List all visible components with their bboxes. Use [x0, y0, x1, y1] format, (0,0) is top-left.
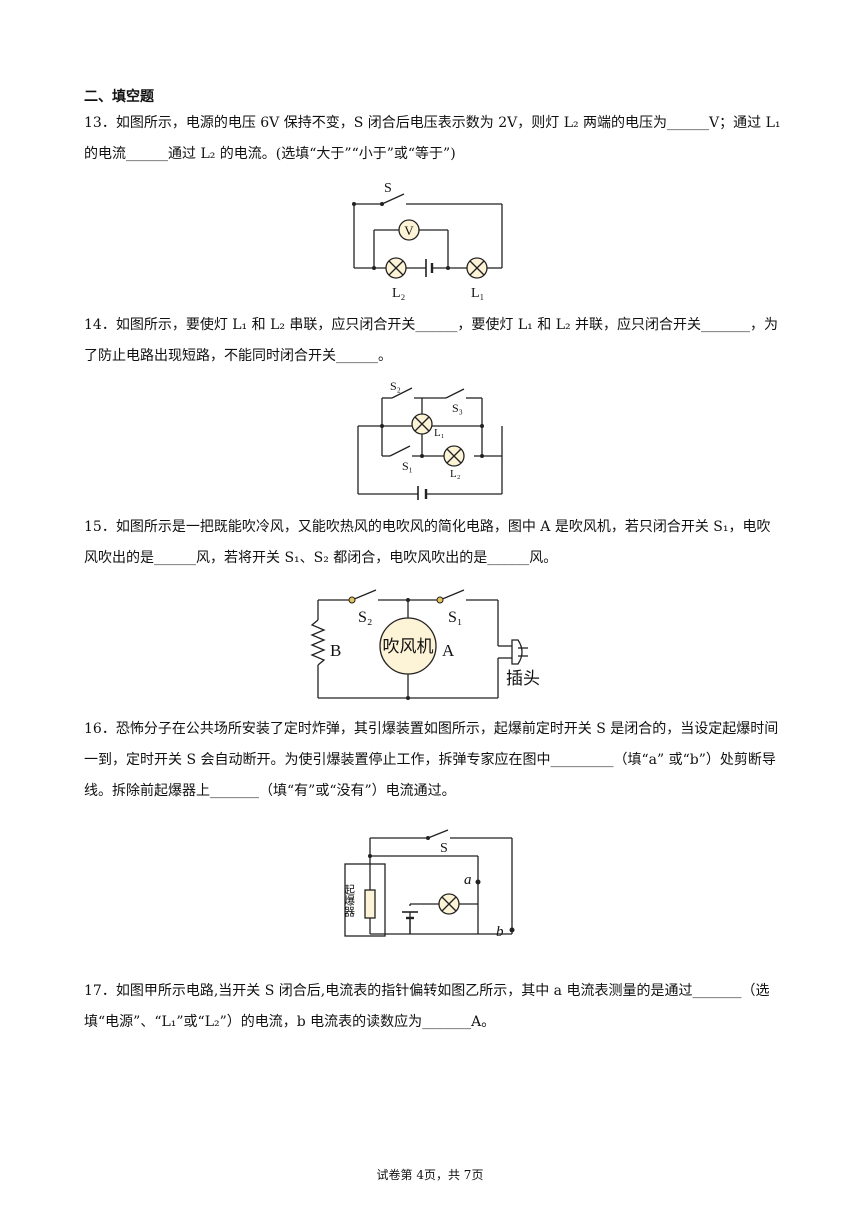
question-15: 15．如图所示是一把既能吹冷风，又能吹热风的电吹风的简化电路，图中 A 是吹风机…: [84, 519, 771, 566]
circuit-figure-16: S 起爆器 a b: [343, 829, 515, 940]
page-footer: 试卷第 4页，共 7页: [376, 1168, 484, 1182]
fig14-s2-label: S₂: [390, 379, 401, 393]
fig13-lamp-l2-label: L₂: [392, 286, 406, 301]
question-14: 14．如图所示，要使灯 L₁ 和 L₂ 串联，应只闭合开关______，要使灯 …: [84, 317, 779, 364]
fig15-fan-a-label: A: [442, 641, 455, 660]
fig15-resistor-b-label: B: [330, 641, 341, 660]
fig14-l1-label: L₁: [434, 427, 445, 439]
fig16-point-a-label: a: [464, 872, 472, 888]
fig13-switch-label: S: [384, 181, 392, 196]
question-13: 13．如图所示，电源的电压 6V 保持不变，S 闭合后电压表示数为 2V，则灯 …: [84, 115, 781, 162]
fig16-detonator-label: 起爆器: [343, 884, 356, 918]
fig14-s3-label: S₃: [452, 401, 463, 415]
question-17: 17．如图甲所示电路,当开关 S 闭合后,电流表的指针偏转如图乙所示，其中 a …: [84, 983, 770, 1030]
fig14-l2-label: L₂: [450, 468, 461, 480]
fig15-s2-label: S₂: [358, 609, 372, 626]
circuit-figure-13: S V L₂ L₁: [352, 181, 503, 301]
section-title: 二、填空题: [84, 89, 154, 105]
circuit-figure-15: S₂ S₁ B 吹风机 A 插头: [310, 589, 540, 700]
circuit-figure-14: S₂ S₃ S₁ L₁ L₂: [357, 379, 503, 500]
fig16-switch-label: S: [440, 841, 448, 856]
fig13-voltmeter-label: V: [404, 223, 414, 238]
fig16-point-b-label: b: [496, 924, 504, 940]
fig13-lamp-l1-label: L₁: [471, 286, 484, 301]
fig15-plug-label: 插头: [506, 669, 540, 689]
fig15-s1-label: S₁: [448, 609, 462, 626]
fig14-s1-label: S₁: [402, 459, 413, 473]
fig15-fan-label: 吹风机: [383, 637, 434, 657]
question-16: 16．恐怖分子在公共场所安装了定时炸弹，其引爆装置如图所示，起爆前定时开关 S …: [84, 721, 779, 799]
